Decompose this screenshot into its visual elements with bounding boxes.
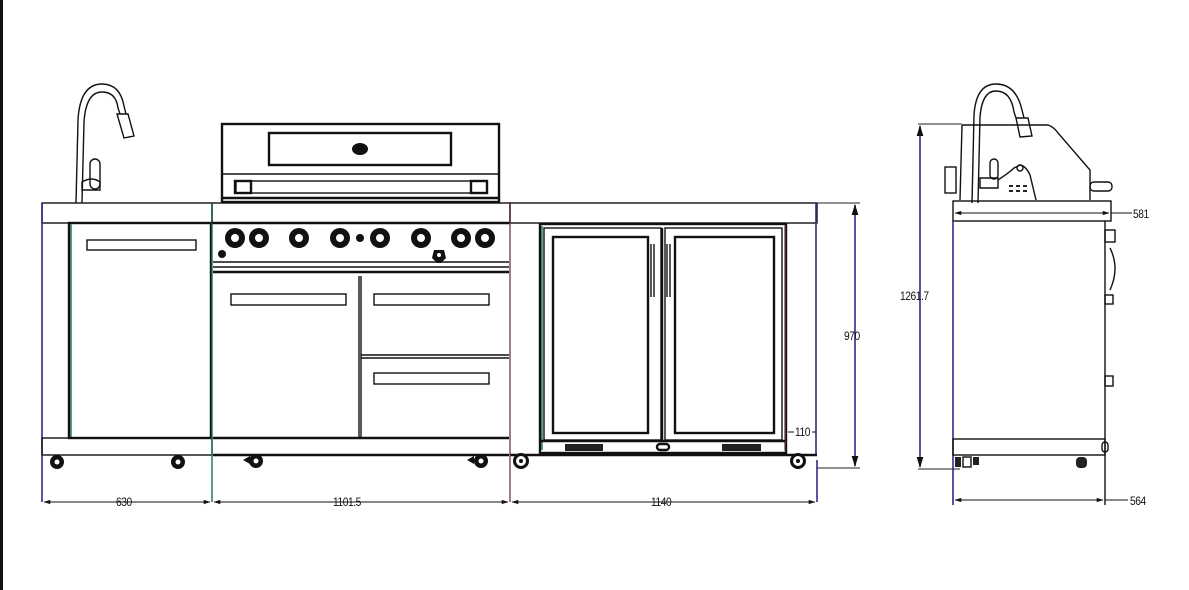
left-border-bar bbox=[0, 0, 3, 590]
side-view bbox=[916, 83, 1132, 505]
drawer-handle-top bbox=[373, 293, 490, 306]
caster-icon bbox=[50, 455, 185, 469]
vent-right bbox=[722, 444, 761, 451]
drawer-handle-bottom bbox=[373, 372, 490, 385]
sink-cabinet bbox=[41, 202, 213, 469]
hood-handle-left bbox=[233, 179, 253, 195]
faucet-icon bbox=[75, 83, 135, 204]
side-countertop bbox=[952, 200, 1112, 222]
side-knob bbox=[1089, 181, 1113, 192]
dim-label-grill-width: 1101.5 bbox=[333, 495, 361, 509]
grill-hood-profile bbox=[962, 124, 1091, 200]
side-bracket bbox=[944, 166, 957, 194]
dim-label-countertop-depth: 581 bbox=[1133, 207, 1149, 221]
dim-label-counter-height: 970 bbox=[844, 329, 860, 343]
fridge-cabinet bbox=[509, 202, 818, 469]
dimension-width-front bbox=[41, 455, 818, 505]
dim-label-side-panel: 110 bbox=[795, 425, 810, 439]
fridge-latch bbox=[655, 442, 671, 452]
grill-hood bbox=[220, 122, 501, 204]
grill-door-handle bbox=[230, 293, 347, 306]
dim-label-fridge-width: 1140 bbox=[651, 495, 672, 509]
caster-icon bbox=[243, 454, 488, 468]
caster-icon bbox=[955, 456, 1087, 468]
dimension-height-970 bbox=[817, 202, 860, 469]
dim-label-base-depth: 564 bbox=[1130, 494, 1146, 508]
grill-knob-icon bbox=[218, 228, 495, 258]
front-view bbox=[41, 83, 860, 505]
faucet-side-icon bbox=[971, 83, 1033, 204]
dim-label-overall-height: 1261.7 bbox=[900, 289, 929, 303]
caster-icon bbox=[513, 453, 806, 469]
dim-label-sink-width: 630 bbox=[116, 495, 132, 509]
bottle-opener-icon bbox=[432, 250, 446, 263]
sink-door-handle bbox=[86, 239, 197, 251]
hood-handle-right bbox=[469, 179, 489, 195]
vent-left bbox=[565, 444, 603, 451]
grill-cabinet bbox=[211, 202, 511, 468]
